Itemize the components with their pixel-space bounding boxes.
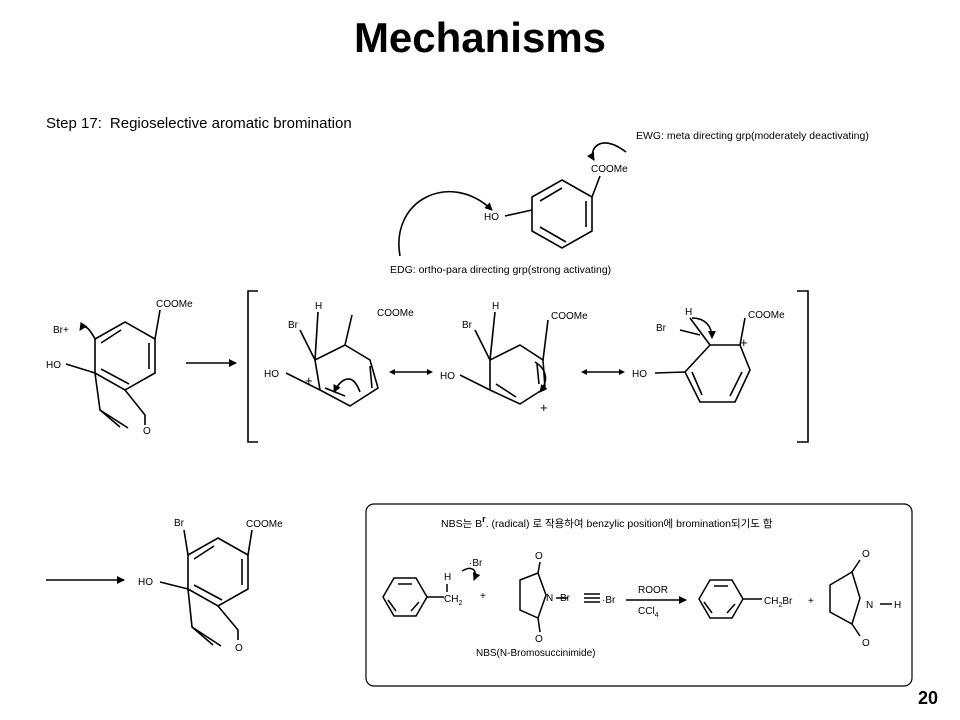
nbs-plus-2: + — [808, 596, 814, 607]
resonance-structure-1 — [285, 311, 379, 407]
succinimide-o-bottom-label: O — [862, 638, 870, 649]
toluene-ch2-label: CH2 — [444, 594, 462, 607]
step-description: Regioselective aromatic bromination — [110, 115, 352, 132]
step-heading: Step 17: Regioselective aromatic brominat… — [46, 115, 352, 132]
br-radical-top-label: ·Br — [469, 558, 483, 569]
product-structure — [159, 529, 253, 647]
nbs-br-label: Br — [560, 593, 571, 604]
nbs-note-suffix: . (radical) 로 작용하여 benzylic position에 br… — [486, 517, 773, 530]
rs3-br-label: Br — [656, 323, 667, 334]
nbs-note-prefix: NBS는 B — [441, 518, 482, 530]
start-br-plus-label: Br+ — [53, 325, 69, 336]
product-br-label: Br — [174, 518, 185, 529]
benzyl-bromide-structure — [698, 579, 762, 619]
product-coome-label: COOMe — [246, 519, 283, 530]
slide-title: Mechanisms — [353, 14, 607, 61]
rs1-h-label: H — [315, 301, 322, 312]
directing-group-example — [398, 142, 627, 257]
rs2-ho-label: HO — [440, 371, 455, 382]
benzene-ring — [531, 179, 593, 249]
resonance-structure-3 — [654, 317, 751, 403]
edg-note: EDG: ortho-para directing grp(strong act… — [390, 264, 611, 276]
conditions-bottom-label: CCl4 — [638, 606, 659, 619]
toluene-structure — [382, 567, 481, 617]
nbs-structure — [519, 561, 600, 633]
rs3-coome-label: COOMe — [748, 310, 785, 321]
rs2-br-label: Br — [462, 320, 473, 331]
hydroxyl-bond — [504, 209, 533, 217]
start-ho-label: HO — [46, 360, 61, 371]
resonance-structure-2 — [459, 311, 549, 405]
nbs-n-label: N — [546, 593, 553, 604]
nbs-name-label: NBS(N-Bromosuccinimide) — [476, 648, 595, 659]
nbs-o-top-label: O — [535, 551, 543, 562]
rs1-plus-label: + — [305, 373, 313, 388]
ewg-note: EWG: meta directing grp(moderately deact… — [636, 130, 869, 142]
rs3-ho-label: HO — [632, 369, 647, 380]
resonance-brackets — [247, 290, 809, 443]
nbs-info-box — [365, 503, 913, 687]
rs3-plus-label: + — [740, 335, 748, 350]
rs2-plus-label: + — [540, 400, 548, 415]
product-o-label: O — [235, 643, 243, 654]
br-radical-label: ·Br — [602, 595, 616, 606]
rs1-coome-label: COOMe — [377, 308, 414, 319]
succinimide-h-label: H — [894, 600, 901, 611]
edg-arrow — [398, 191, 493, 257]
hydroxyl-label: HO — [484, 212, 499, 223]
benzyl-bromide-label: CH2Br — [764, 596, 793, 609]
step-separator: : — [98, 115, 102, 132]
step-label: Step 17 — [46, 115, 98, 132]
ewg-arrow — [586, 142, 627, 161]
conditions-top-label: ROOR — [638, 585, 668, 596]
nbs-note: NBS는 Br. (radical) 로 작용하여 benzylic posit… — [441, 514, 773, 530]
page-number: 20 — [918, 688, 939, 708]
succinimide-o-top-label: O — [862, 549, 870, 560]
rs3-h-label: H — [685, 307, 692, 318]
nbs-note-radical-mark: r — [482, 514, 486, 524]
ester-label: COOMe — [591, 164, 628, 175]
product-ho-label: HO — [138, 577, 153, 588]
rs1-ho-label: HO — [264, 369, 279, 380]
succinimide-structure — [829, 559, 892, 637]
succinimide-n-label: N — [866, 600, 873, 611]
start-coome-label: COOMe — [156, 299, 193, 310]
br-plus-arrow — [79, 321, 96, 340]
rs2-h-label: H — [492, 301, 499, 312]
toluene-h-label: H — [444, 572, 451, 583]
nbs-o-bottom-label: O — [535, 634, 543, 645]
start-o-label: O — [143, 426, 151, 437]
ester-bond — [591, 175, 601, 198]
starting-material — [65, 309, 161, 429]
nbs-plus-1: + — [480, 591, 486, 602]
rs2-coome-label: COOMe — [551, 311, 588, 322]
rs1-br-label: Br — [288, 320, 299, 331]
